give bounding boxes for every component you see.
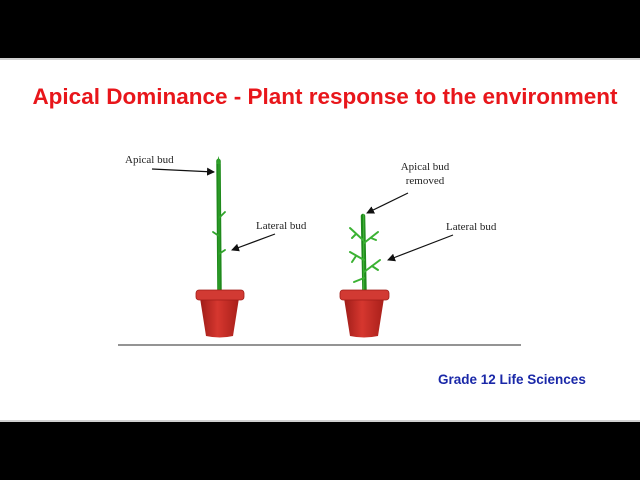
right-branch-2-twig bbox=[370, 237, 377, 241]
right-branch-4-twig bbox=[371, 265, 379, 271]
right-branch-5 bbox=[353, 277, 365, 283]
slide-title: Apical Dominance - Plant response to the… bbox=[32, 84, 618, 109]
left-lateral-bud-1 bbox=[218, 211, 226, 219]
left-lateral-bud-label: Lateral bud bbox=[256, 220, 307, 232]
apical-dominance-diagram: Apical bud Lateral bud bbox=[118, 154, 521, 346]
left-lateral-bud-3 bbox=[218, 249, 226, 255]
left-apical-bud-label: Apical bud bbox=[125, 154, 174, 166]
right-branch-3-twig bbox=[351, 255, 357, 263]
right-pot-body bbox=[344, 298, 384, 338]
right-apical-removed-label-line1: Apical bud bbox=[401, 161, 450, 173]
left-stem bbox=[216, 158, 222, 295]
left-apical-arrow bbox=[151, 167, 215, 176]
left-pot-rim bbox=[195, 289, 245, 301]
right-branch-1-twig bbox=[351, 233, 357, 239]
right-apical-removed-arrow bbox=[366, 192, 409, 214]
right-apical-removed-label-line2: removed bbox=[406, 175, 445, 187]
right-lateral-bud-label: Lateral bud bbox=[446, 221, 497, 233]
right-lateral-arrow bbox=[387, 234, 454, 262]
right-pot-rim bbox=[339, 289, 390, 301]
left-lateral-arrow bbox=[231, 233, 276, 252]
left-lateral-bud-2 bbox=[212, 231, 220, 237]
left-plant-intact bbox=[195, 156, 245, 338]
left-apical-bud bbox=[216, 156, 221, 164]
course-label: Grade 12 Life Sciences bbox=[438, 372, 586, 387]
right-plant-decapitated bbox=[339, 213, 390, 338]
slide-canvas: Apical Dominance - Plant response to the… bbox=[0, 58, 640, 422]
right-stem bbox=[360, 213, 367, 295]
left-pot-body bbox=[200, 298, 239, 338]
